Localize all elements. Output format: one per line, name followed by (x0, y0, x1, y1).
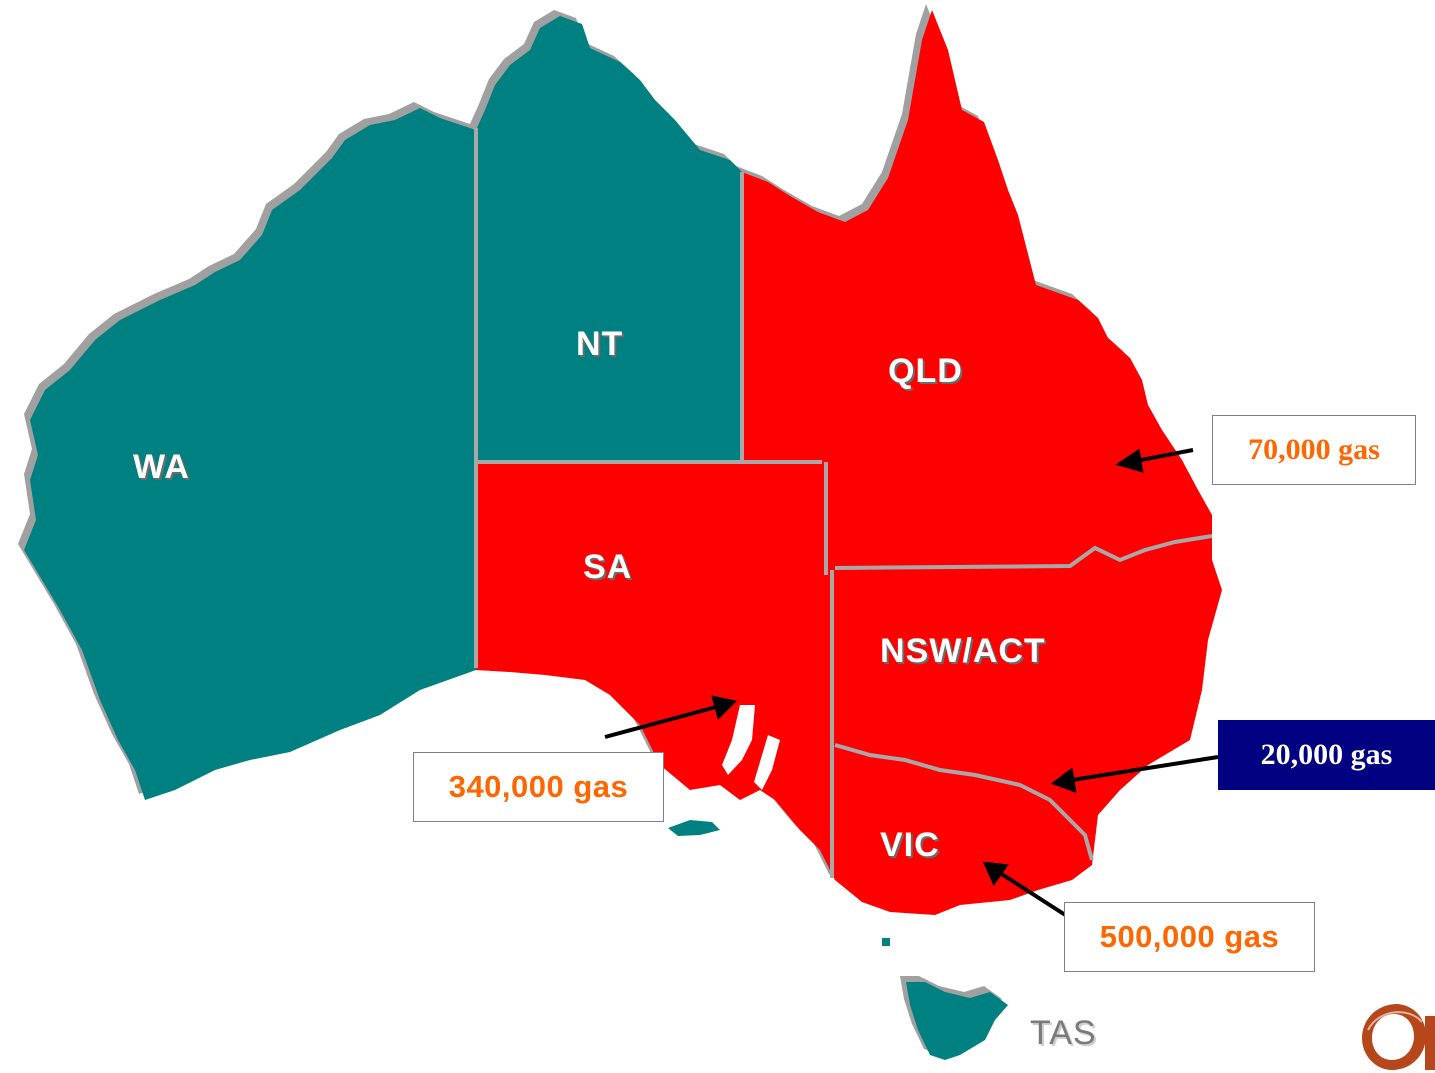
arrow-nsw (1071, 755, 1219, 782)
arrowhead-nsw (1050, 767, 1077, 794)
label-nt: NT (576, 325, 624, 363)
label-tas: TAS (1030, 1014, 1097, 1052)
arrowhead-vic (982, 861, 1009, 887)
arrowhead-qld (1115, 448, 1144, 473)
state-qld (742, 10, 1222, 563)
label-qld: QLD (888, 352, 963, 390)
state-tas (906, 982, 1008, 1060)
label-nsw: NSW/ACT (880, 632, 1046, 670)
kangaroo-island (668, 820, 720, 836)
arrowhead-sa (711, 695, 738, 720)
spencer-gulf (722, 705, 755, 775)
label-sa: SA (583, 548, 633, 586)
callout-qld: 70,000 gas (1212, 415, 1416, 485)
arrow-sa (604, 705, 717, 739)
callout-vic: 500,000 gas (1064, 902, 1315, 972)
callout-arrows (604, 448, 1219, 920)
label-vic: VIC (880, 826, 940, 864)
callout-sa: 340,000 gas (413, 752, 664, 822)
arrow-qld (1135, 448, 1194, 463)
company-logo-icon (1362, 1004, 1435, 1070)
callout-nsw: 20,000 gas (1218, 720, 1435, 790)
state-borders (474, 128, 1213, 878)
state-wa (24, 108, 476, 800)
label-wa: WA (133, 448, 190, 486)
arrow-vic (998, 871, 1072, 920)
state-nt (476, 16, 742, 460)
gulf-st-vincent (754, 735, 780, 790)
island-small (882, 938, 890, 946)
